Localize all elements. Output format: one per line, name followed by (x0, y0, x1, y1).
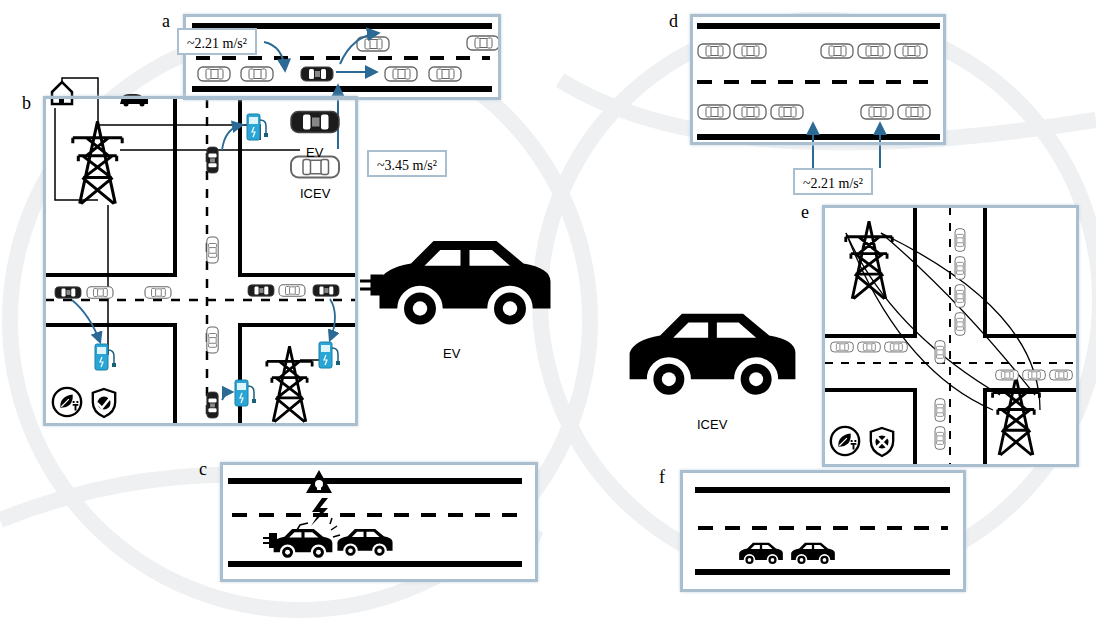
vehicle-label: EV (306, 145, 323, 160)
panel-letter: f (659, 467, 665, 488)
panel-letter: e (801, 202, 809, 223)
callout-text: ~2.21 m/s² (187, 36, 247, 51)
vehicle-label: ICEV (300, 186, 330, 201)
callout-text: ~2.21 m/s² (803, 176, 863, 191)
callout-box: ~3.45 m/s² (367, 150, 447, 177)
panel-box: a (183, 14, 501, 100)
callout-text: ~3.45 m/s² (377, 158, 437, 173)
panel-letter: c (199, 459, 207, 480)
vehicle-label: ICEV (697, 417, 727, 432)
panel-box: f (680, 470, 966, 592)
panel-box: d (690, 14, 946, 145)
callout-box: ~2.21 m/s² (793, 168, 873, 195)
panel-box: c (220, 462, 538, 582)
panel-letter: d (669, 11, 678, 32)
panel-letter: a (162, 11, 170, 32)
panel-box: e (822, 205, 1079, 467)
panel-letter: b (22, 93, 31, 114)
callout-box: ~2.21 m/s² (177, 28, 257, 55)
vehicle-label: EV (443, 346, 460, 361)
